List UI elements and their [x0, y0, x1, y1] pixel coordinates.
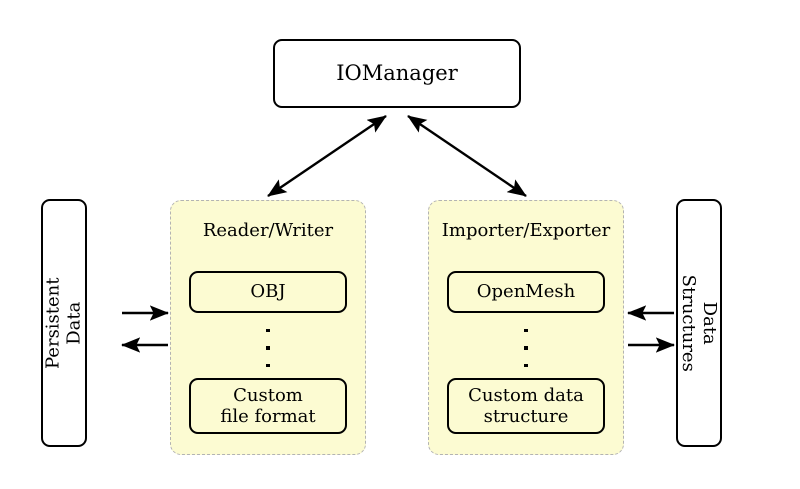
reader-writer-panel-title: Reader/Writer [202, 220, 334, 241]
persistent-data-label: Persistent Data [42, 277, 86, 369]
vertical-dots-icon [171, 325, 365, 371]
obj-label: OBJ [250, 281, 286, 303]
openmesh-node[interactable]: OpenMesh [447, 271, 605, 313]
custom-data-structure-label: Custom data structure [468, 384, 584, 427]
io-manager-label: IOManager [336, 61, 458, 86]
reader-writer-panel[interactable]: Reader/Writer OBJ Custom file format [170, 200, 366, 455]
importer-exporter-panel-title: Importer/Exporter [441, 220, 611, 241]
data-structures-label: Data Structures [678, 274, 721, 372]
data-structures-node[interactable]: Data Structures [676, 199, 722, 447]
arrow-manager-reader-writer [267, 115, 387, 197]
custom-file-format-label: Custom file format [220, 384, 316, 427]
vertical-dots-icon [429, 325, 623, 371]
io-manager-node[interactable]: IOManager [273, 39, 521, 108]
openmesh-label: OpenMesh [476, 281, 576, 303]
importer-exporter-panel[interactable]: Importer/Exporter OpenMesh Custom data s… [428, 200, 624, 455]
obj-node[interactable]: OBJ [189, 271, 347, 313]
custom-data-structure-node[interactable]: Custom data structure [447, 378, 605, 434]
custom-file-format-node[interactable]: Custom file format [189, 378, 347, 434]
arrow-manager-importer-exporter [407, 115, 527, 197]
persistent-data-node[interactable]: Persistent Data [41, 199, 87, 447]
